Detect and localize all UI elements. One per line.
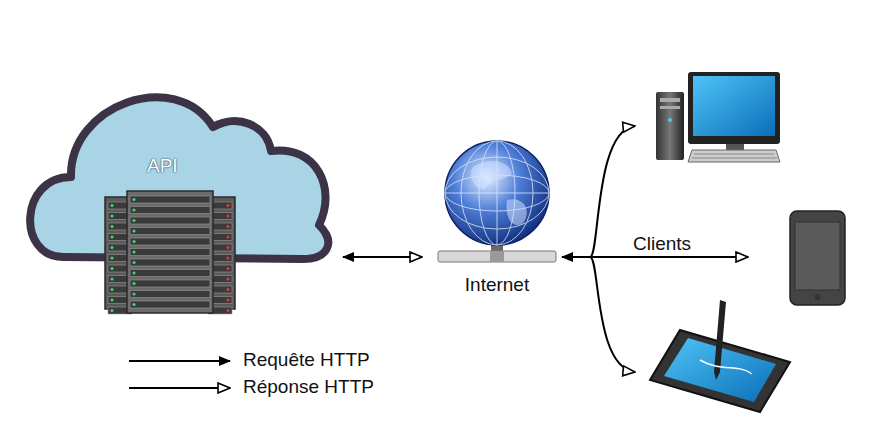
cloud-node: API <box>15 65 335 317</box>
clients-label: Clients <box>633 233 691 255</box>
server-led <box>132 198 135 201</box>
pen-tablet-icon <box>650 300 790 412</box>
server-slot <box>130 249 210 256</box>
branch-trunk <box>562 256 590 258</box>
server-led <box>226 235 229 238</box>
server-slot <box>130 196 210 203</box>
api-title: API <box>147 155 178 177</box>
server-led <box>110 298 113 301</box>
server-led <box>226 267 229 270</box>
node-shape <box>15 65 335 317</box>
server-led <box>226 309 229 312</box>
server-led <box>110 246 113 249</box>
server-led <box>132 282 135 285</box>
server-led <box>132 208 135 211</box>
server-led <box>226 298 229 301</box>
internet-node: Internet <box>432 138 562 308</box>
globe-land <box>471 161 527 225</box>
server-slot <box>130 280 210 287</box>
server-slot <box>130 238 210 245</box>
desktop-icon <box>656 72 780 162</box>
server-led <box>110 225 113 228</box>
legend-text: Réponse HTTP <box>243 376 374 398</box>
network-bar <box>438 251 556 262</box>
server-led <box>132 219 135 222</box>
request-legend: Requête HTTP <box>126 349 326 373</box>
server-led <box>110 256 113 259</box>
http-connector <box>343 256 422 258</box>
branch-phone <box>590 256 748 258</box>
server-led <box>132 229 135 232</box>
response-legend: Réponse HTTP <box>126 376 326 400</box>
legend-sample <box>126 349 238 373</box>
server-led <box>132 250 135 253</box>
server-led <box>110 309 113 312</box>
server-slot <box>130 259 210 266</box>
server-led <box>110 235 113 238</box>
legend-text: Requête HTTP <box>243 349 370 371</box>
server-slot <box>130 228 210 235</box>
server-led <box>226 204 229 207</box>
server-led <box>226 225 229 228</box>
server-led <box>226 246 229 249</box>
branch-desktop <box>590 126 635 257</box>
server-led <box>226 277 229 280</box>
server-led <box>226 256 229 259</box>
server-led <box>110 277 113 280</box>
server-slot <box>130 301 210 308</box>
server-slot <box>130 270 210 277</box>
server-led <box>132 292 135 295</box>
phone-icon <box>790 211 845 305</box>
server-led <box>110 267 113 270</box>
legend-arrow <box>129 387 230 389</box>
server-slot <box>130 217 210 224</box>
legend-sample <box>126 376 238 400</box>
server-led <box>110 288 113 291</box>
server-led <box>132 261 135 264</box>
cloud-outline <box>30 97 328 259</box>
network-port <box>490 251 504 262</box>
server-slot <box>130 207 210 214</box>
server-slot <box>130 291 210 298</box>
server-unit <box>127 191 213 313</box>
server-led <box>132 303 135 306</box>
globe <box>445 141 549 245</box>
server-led <box>110 214 113 217</box>
branch-tablet <box>590 257 635 372</box>
legend-arrow <box>129 360 230 362</box>
server-led <box>226 288 229 291</box>
server-led <box>132 271 135 274</box>
server-led <box>226 214 229 217</box>
server-led <box>110 204 113 207</box>
globe-grid <box>445 141 549 245</box>
internet-title: Internet <box>465 274 529 296</box>
server-led <box>132 240 135 243</box>
